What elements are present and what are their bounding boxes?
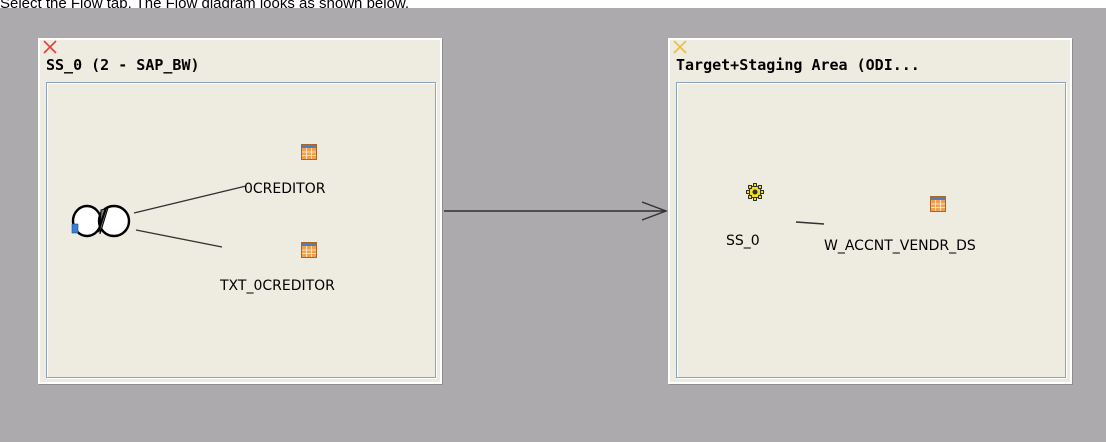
w-accnt-vendr-ds-table-icon[interactable] — [930, 196, 946, 212]
target-staging-panel[interactable]: Target+Staging Area (ODI... — [668, 38, 1072, 384]
flow-diagram-canvas[interactable]: SS_0 (2 - SAP_BW) Target+Staging Area (O… — [0, 8, 1106, 442]
target-panel-body[interactable] — [676, 82, 1066, 378]
0creditor-table-icon[interactable] — [301, 144, 317, 160]
red-x-icon — [42, 39, 58, 55]
source-panel-title: SS_0 (2 - SAP_BW) — [46, 56, 200, 74]
gear-icon[interactable] — [746, 183, 764, 201]
w-accnt-vendr-ds-label[interactable]: W_ACCNT_VENDR_DS — [824, 238, 976, 254]
0creditor-label[interactable]: 0CREDITOR — [244, 181, 326, 197]
yellow-x-icon — [672, 39, 688, 55]
ss-0-label[interactable]: SS_0 — [726, 233, 760, 249]
txt-0creditor-table-icon[interactable] — [301, 242, 317, 258]
txt-0creditor-label[interactable]: TXT_0CREDITOR — [220, 278, 335, 294]
flow-arrow — [444, 201, 668, 221]
target-panel-title: Target+Staging Area (ODI... — [676, 56, 920, 74]
join-icon[interactable] — [70, 202, 136, 242]
